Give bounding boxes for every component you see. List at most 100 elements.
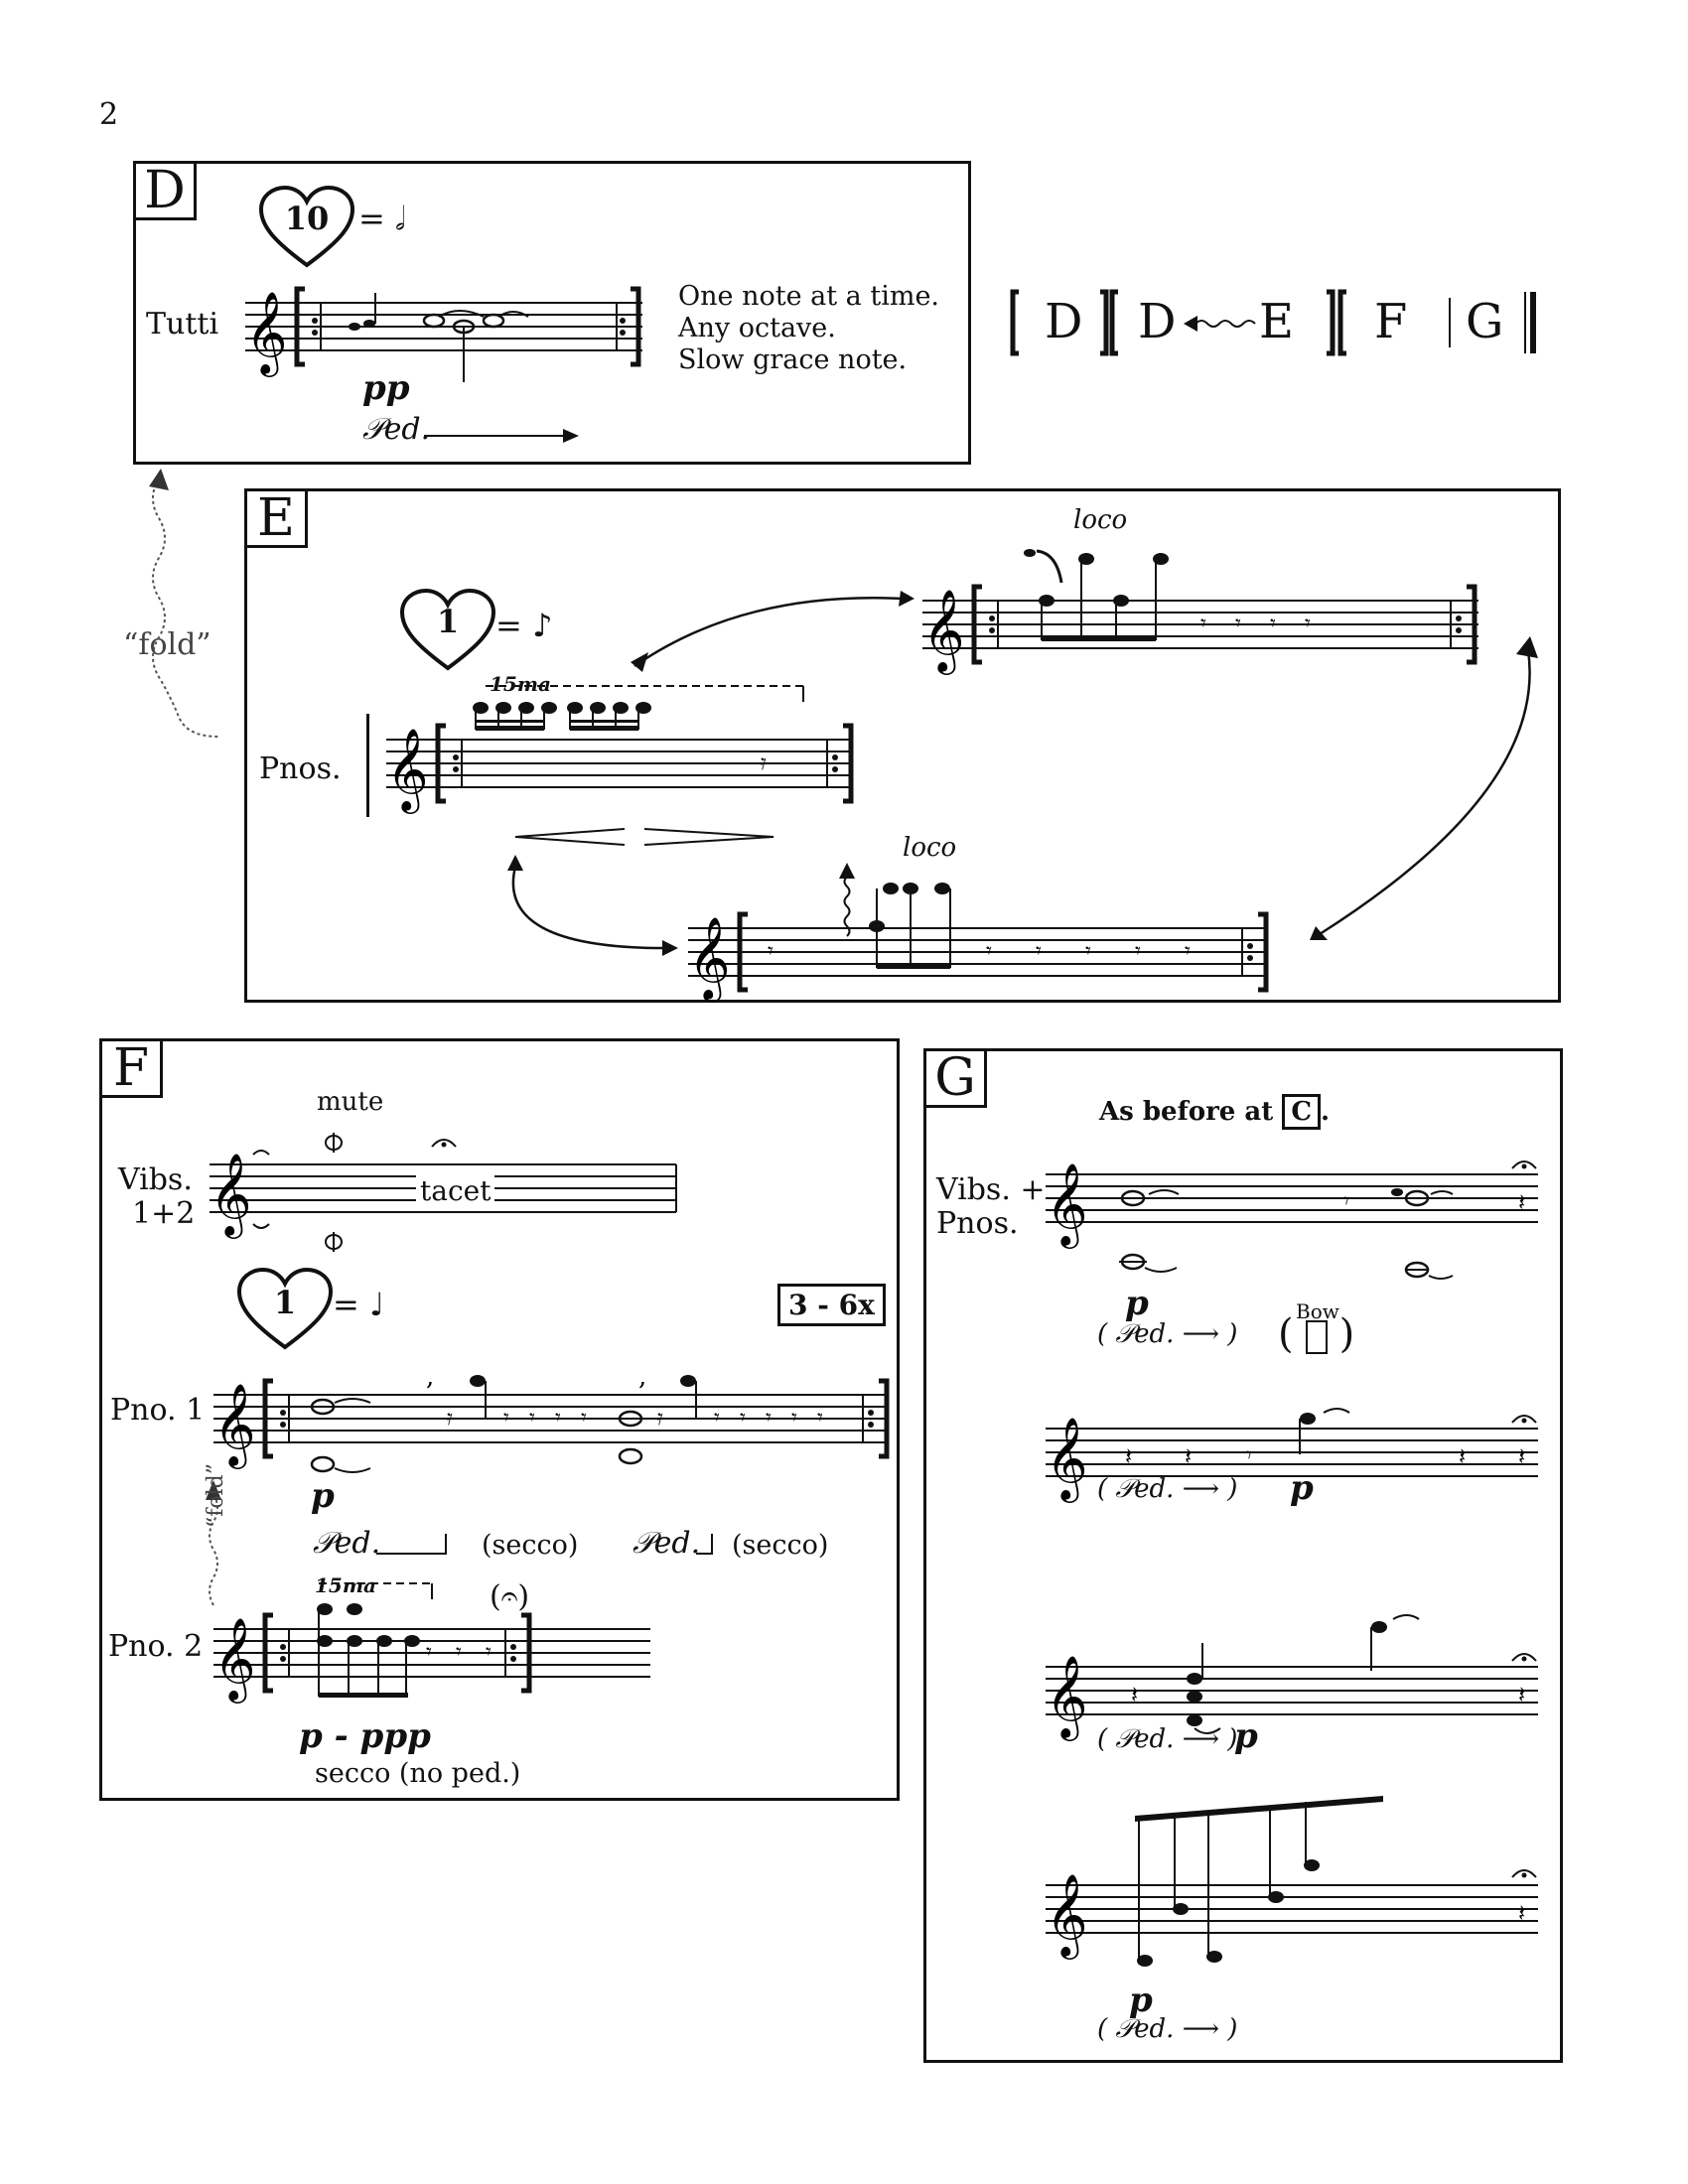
form-map-brackets	[1010, 289, 1536, 356]
svg-text:𝄿: 𝄿	[446, 1406, 453, 1431]
svg-text:𝄾: 𝄾	[791, 1406, 797, 1431]
svg-text:𝄾: 𝄾	[1135, 939, 1141, 964]
svg-text:𝄾: 𝄾	[456, 1640, 462, 1665]
dynamic-range: p - ppp	[299, 1716, 431, 1756]
pedal-paren-1: ( 𝒫ed. ⟶ )	[1097, 1319, 1238, 1349]
dynamic-p: p	[1234, 1716, 1258, 1756]
dynamic-p: p	[1129, 1980, 1153, 2020]
staff-g-2: 𝄞 𝄽𝄽𝄽𝄽 𝄾	[1046, 1408, 1538, 1503]
svg-text:𝄾: 𝄾	[740, 1406, 746, 1431]
secco-label-2: (secco)	[732, 1530, 829, 1561]
svg-text:𝄾: 𝄾	[1305, 612, 1311, 636]
form-map-item-5: G	[1466, 294, 1504, 349]
svg-text:𝄾: 𝄾	[1085, 939, 1091, 964]
pedal-marking: 𝒫ed.	[362, 412, 431, 447]
svg-text:𝄾: 𝄾	[1200, 612, 1206, 636]
section-letter-g: G	[923, 1048, 987, 1108]
instruction-line-3: Slow grace note.	[678, 344, 908, 375]
as-before-text: As before at C.	[1099, 1094, 1330, 1130]
svg-text:𝄽: 𝄽	[1518, 1442, 1525, 1470]
svg-text:𝄽: 𝄽	[1125, 1442, 1132, 1470]
as-before-reference: C	[1282, 1094, 1322, 1130]
fold-arrow-f	[206, 1480, 221, 1606]
svg-text:𝄾: 𝄾	[1185, 939, 1191, 964]
svg-text:𝄞: 𝄞	[245, 290, 288, 377]
vibs-pnos-label-1: Vibs. +	[936, 1172, 1046, 1207]
tempo-equals: = ♩	[333, 1286, 385, 1323]
repeat-count-box: 3 - 6x	[777, 1284, 886, 1326]
svg-text:𝄞: 𝄞	[688, 915, 731, 1003]
pedal-paren-4: ( 𝒫ed. ⟶ )	[1097, 2014, 1238, 2044]
pedal-arrow	[424, 429, 579, 443]
svg-text:,: ,	[426, 1362, 434, 1392]
svg-text:𝄾: 𝄾	[986, 939, 992, 964]
arrows-e	[507, 591, 1538, 956]
form-map: D D E F G	[1009, 288, 1545, 357]
form-map-item-1: D	[1045, 294, 1083, 349]
vibs-label-1: Vibs.	[118, 1162, 193, 1197]
svg-text:𝄾: 𝄾	[1036, 939, 1042, 964]
svg-text:𝄽: 𝄽	[1185, 1442, 1192, 1470]
pno2-label: Pno. 2	[108, 1629, 204, 1664]
pedal-bracket-2	[696, 1534, 713, 1555]
svg-text:𝄿: 𝄿	[656, 1406, 663, 1431]
pedal-bracket-1	[376, 1534, 447, 1555]
svg-text:𝄾: 𝄾	[581, 1406, 587, 1431]
svg-text:𝄞: 𝄞	[1046, 1872, 1088, 1960]
ottava-15ma: 15ma	[315, 1573, 376, 1597]
page-number: 2	[99, 97, 119, 132]
svg-text:𝄞: 𝄞	[1046, 1161, 1088, 1249]
svg-text:𝄾: 𝄾	[766, 1406, 772, 1431]
dynamic-p: p	[1125, 1284, 1149, 1323]
pedal-paren-3: ( 𝒫ed. ⟶ )	[1097, 1724, 1238, 1754]
svg-text:𝄾: 𝄾	[768, 939, 774, 964]
svg-text:𝄞: 𝄞	[1046, 1416, 1088, 1503]
staff-g-1: 𝄞 𝄾 𝄽	[1046, 1160, 1538, 1280]
staff-f-pno2: 𝄞 𝄾𝄾𝄾	[213, 1582, 650, 1704]
dynamic-pp: pp	[362, 368, 410, 408]
svg-text:𝄾: 𝄾	[503, 1406, 509, 1431]
loco-top: loco	[1073, 505, 1128, 535]
fold-arrow-left	[149, 469, 219, 738]
as-before-label: As before at	[1099, 1097, 1274, 1127]
form-map-item-4: F	[1374, 294, 1408, 349]
svg-text:𝄾: 𝄾	[1343, 1189, 1349, 1214]
instrument-label-pnos: Pnos.	[259, 751, 342, 786]
form-map-item-3: E	[1259, 294, 1295, 349]
svg-text:𝄽: 𝄽	[1518, 1188, 1525, 1216]
loco-bottom: loco	[903, 833, 957, 863]
pedal-paren-2: ( 𝒫ed. ⟶ )	[1097, 1474, 1238, 1504]
instruction-line-1: One note at a time.	[678, 281, 939, 312]
svg-text:𝄽: 𝄽	[1518, 1899, 1525, 1927]
svg-text:𝄞: 𝄞	[213, 1382, 256, 1469]
svg-text:𝄾: 𝄾	[1246, 1443, 1252, 1468]
svg-text:𝄾: 𝄾	[529, 1406, 535, 1431]
svg-text:𝄾: 𝄾	[555, 1406, 561, 1431]
section-f: F mute Vibs. 1+2 𝄞 tacet 1 = ♩ 3 - 6x Pn…	[99, 1038, 900, 1801]
system-barline	[366, 714, 369, 817]
svg-text:𝄽: 𝄽	[1518, 1681, 1525, 1708]
vibs-pnos-label-2: Pnos.	[936, 1206, 1019, 1241]
svg-text:𝄞: 𝄞	[922, 588, 965, 675]
secco-no-ped: secco (no ped.)	[315, 1758, 521, 1789]
svg-text:𝄾: 𝄾	[486, 1640, 492, 1665]
form-map-item-2: D	[1138, 294, 1177, 349]
svg-text:𝄞: 𝄞	[1046, 1654, 1088, 1741]
svg-text:𝄾: 𝄾	[426, 1640, 432, 1665]
secco-label-1: (secco)	[482, 1530, 579, 1561]
svg-text:𝄾: 𝄾	[817, 1406, 823, 1431]
dynamic-p: p	[311, 1476, 335, 1516]
bow-label: Bow	[1296, 1299, 1339, 1323]
staff-e-bottom: 𝄞 𝄾 𝄾 𝄾 𝄾 𝄾 𝄾	[688, 863, 1269, 1003]
section-letter-d: D	[133, 161, 197, 220]
svg-text:𝄾: 𝄾	[1270, 612, 1276, 636]
staff-e-main: 𝄞 𝄿	[386, 685, 854, 814]
fermata-parenthetical: (𝄐)	[490, 1579, 530, 1614]
heart-icon	[236, 1267, 334, 1350]
staff-d: 𝄞	[245, 286, 642, 382]
staff-f-pno1: 𝄞 𝄿𝄾𝄾𝄾𝄾 𝄿𝄾𝄾𝄾𝄾𝄾 ,,	[213, 1362, 890, 1473]
svg-text:𝄽: 𝄽	[1131, 1681, 1138, 1708]
section-g: G As before at C. Vibs. + Pnos. 𝄞 𝄾 𝄽 p …	[923, 1048, 1563, 2063]
bow-bracket: ()	[1278, 1311, 1355, 1357]
tempo-heart-number: 1	[436, 603, 460, 640]
